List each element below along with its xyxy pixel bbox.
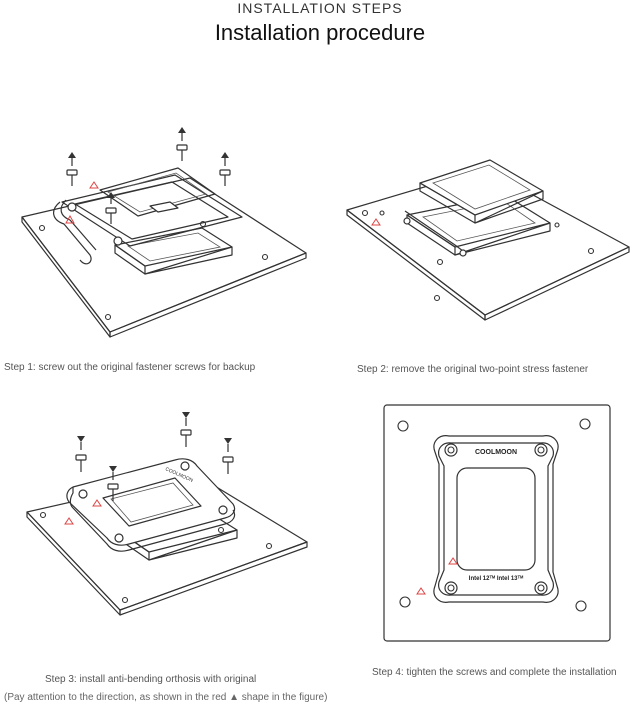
step2-illustration <box>346 159 630 321</box>
bracket-compat: Intel 12ᵀᴹ Intel 13ᵀᴹ <box>469 575 523 582</box>
section-subtitle: INSTALLATION STEPS <box>237 0 403 16</box>
step3-caption: Step 3: install anti-bending orthosis wi… <box>45 674 257 685</box>
step4-illustration: COOLMOON Intel 12ᵀᴹ Intel 13ᵀᴹ <box>383 404 611 642</box>
step3-illustration: COOLMOON <box>26 412 308 616</box>
bracket-brand: COOLMOON <box>475 449 517 456</box>
step1-illustration <box>21 127 307 338</box>
step4-caption: Step 4: tighten the screws and complete … <box>372 667 617 678</box>
step2-caption: Step 2: remove the original two-point st… <box>357 364 589 375</box>
step3-note: (Pay attention to the direction, as show… <box>4 692 328 703</box>
step1-caption: Step 1: screw out the original fastener … <box>4 362 256 373</box>
page-title: Installation procedure <box>214 20 426 45</box>
